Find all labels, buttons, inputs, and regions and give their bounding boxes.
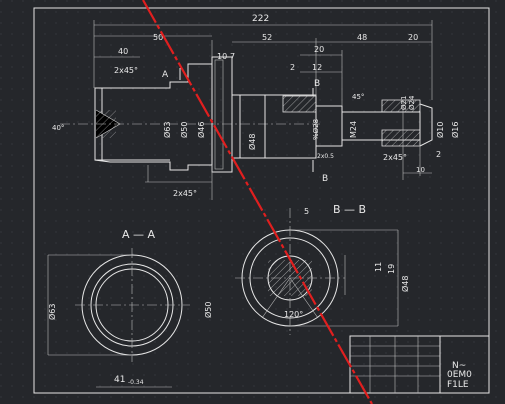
- aa-dia-50: Ø50: [203, 302, 213, 318]
- dim-2-right: 2: [436, 150, 441, 159]
- main-shaft-view: [60, 56, 433, 173]
- bb-d5: 5: [304, 207, 309, 216]
- dia-16: Ø16: [450, 122, 460, 138]
- title-line-2: 0EM0: [447, 370, 472, 380]
- chamfer-left: 2x45°: [114, 66, 138, 75]
- section-label-b-bottom: B: [322, 174, 328, 184]
- dim-52: 52: [262, 33, 272, 42]
- dimension-lines: [93, 20, 433, 200]
- bb-d19: 19: [387, 264, 396, 274]
- dim-7: 7: [230, 52, 235, 61]
- aa-width: 41: [114, 375, 125, 385]
- bb-dia-48: Ø48: [400, 276, 410, 292]
- dia-thread: M24: [349, 121, 358, 138]
- aa-tolerance: -0.34: [128, 379, 144, 386]
- bb-angle: 120°: [284, 310, 303, 319]
- section-bb-title: B — B: [333, 203, 366, 216]
- section-a-a: A — A Ø63 Ø50 41 -0.34: [47, 228, 213, 388]
- chamfer-mid: 2x45°: [173, 189, 197, 198]
- section-b-b: B — B 5 11 19 Ø48 120°: [235, 203, 410, 335]
- dim-20-mid: 20: [314, 45, 324, 54]
- dia-50: Ø50: [179, 122, 189, 138]
- aa-dia-63: Ø63: [47, 304, 57, 320]
- dim-overall: 222: [252, 14, 269, 24]
- dim-40: 40: [118, 47, 128, 56]
- bb-d11: 11: [374, 262, 383, 272]
- section-aa-title: A — A: [122, 228, 156, 241]
- dia-46: Ø46: [196, 122, 206, 138]
- dim-12: 12: [312, 63, 322, 72]
- dim-48: 48: [357, 33, 367, 42]
- dia-63: Ø63: [162, 122, 172, 138]
- dim-10-right: 10: [416, 166, 425, 174]
- dim-10: 10: [217, 52, 227, 61]
- section-label-b-top: B: [314, 79, 320, 89]
- section-label-a: A: [162, 70, 169, 80]
- dim-50: 50: [153, 33, 163, 42]
- drawing-frame: [33, 7, 490, 394]
- title-line-3: F1LE: [447, 380, 469, 390]
- angle-40: 40°: [52, 124, 64, 132]
- dia-10: Ø10: [435, 122, 445, 138]
- red-cut-line: [142, 0, 373, 404]
- dia-24: Ø24: [408, 95, 416, 110]
- dim-20-top: 20: [408, 33, 418, 42]
- dia-21: Ø21: [400, 96, 408, 110]
- chamfer-right: 2x45°: [383, 153, 407, 162]
- dia-flat: %Ø28: [312, 119, 320, 140]
- small-dim: 2x0.5: [317, 153, 334, 160]
- dim-2: 2: [290, 63, 295, 72]
- title-line-1: N~: [452, 361, 466, 371]
- dia-48: Ø48: [247, 134, 257, 150]
- angle-45: 45°: [352, 93, 364, 101]
- dimension-labels: 222 40 50 52 48 20 20 10 7 2 12 2x45° A …: [52, 14, 460, 198]
